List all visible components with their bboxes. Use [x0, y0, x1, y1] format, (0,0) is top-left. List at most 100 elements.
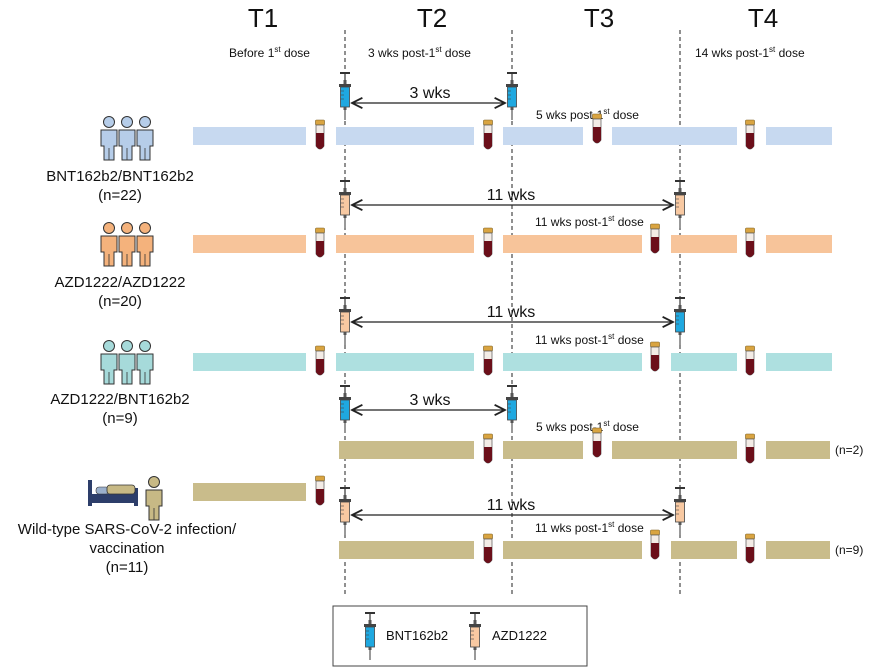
interval-label-azd-azd: 11 wks	[487, 187, 536, 204]
group-bnt-bnt-label: BNT162b2/BNT162b2	[46, 168, 194, 185]
people-group-icon-azd-azd	[100, 222, 154, 267]
interval-labels: 3 wks 11 wks 11 wks 3 wks 11 wks	[410, 85, 536, 514]
subgroup-1-bar-2	[503, 441, 583, 459]
bnt-bnt-bar-5	[766, 127, 832, 145]
subgroup-2-bar-2	[503, 541, 642, 559]
syringe-icon-azd-bnt-dose2	[674, 297, 686, 345]
group-azd-azd-label: AZD1222/AZD1222	[55, 274, 186, 291]
subgroup-2-n: (n=2)	[835, 443, 863, 457]
syringe-icon-sub1-dose1	[339, 385, 351, 433]
azd-azd-bar-4	[671, 235, 737, 253]
group-infected-n: (n=11)	[106, 559, 149, 576]
t3-note-azd-bnt: 11 wks post-1st dose	[535, 332, 644, 347]
timeline-bars	[193, 127, 832, 559]
blood-tube-icon	[745, 345, 755, 376]
group-labels: BNT162b2/BNT162b2 (n=22) AZD1222/AZD1222…	[18, 168, 864, 576]
bnt-bnt-bar-2	[336, 127, 474, 145]
blood-tube-icon	[315, 475, 325, 506]
legend-azd-label: AZD1222	[492, 628, 547, 643]
timepoint-t4-label: T4	[748, 3, 778, 33]
syringe-icon-azd-dose1	[339, 180, 351, 228]
subgroup-2-bar-4	[766, 541, 830, 559]
bnt-bnt-bar-3	[503, 127, 583, 145]
syringe-icon-bnt-dose2	[506, 72, 518, 120]
blood-tube-icon	[650, 223, 660, 254]
legend-bnt-label: BNT162b2	[386, 628, 448, 643]
syringe-icon-sub2-dose2	[674, 487, 686, 535]
timepoint-headers: T1 T2 T3 T4 Before 1st dose 3 wks post-1…	[229, 3, 805, 60]
syringe-icon-sub2-dose1	[339, 487, 351, 535]
subgroup-1-bar-3	[612, 441, 737, 459]
legend-azd-syringe-icon	[469, 612, 481, 660]
syringe-icon-sub1-dose2	[506, 385, 518, 433]
interval-label-sub1: 3 wks	[410, 392, 451, 409]
blood-tube-icon	[592, 427, 602, 458]
group-azd-azd-n: (n=20)	[98, 293, 142, 310]
azd-azd-bar-3	[503, 235, 642, 253]
t3-note-sub2: 11 wks post-1st dose	[535, 520, 644, 535]
t3-notes: 5 wks post-1st dose 11 wks post-1st dose…	[535, 107, 644, 535]
subgroup-1-bar-4	[766, 441, 830, 459]
legend-box	[332, 605, 588, 667]
group-azd-bnt-label: AZD1222/BNT162b2	[50, 391, 189, 408]
legend: BNT162b2 AZD1222	[332, 605, 588, 667]
timepoint-t4-note: 14 wks post-1st dose	[695, 45, 805, 60]
group-bnt-bnt-n: (n=22)	[98, 187, 142, 204]
blood-tube-icon	[315, 227, 325, 258]
bnt-bnt-bar-1	[193, 127, 306, 145]
blood-tube-icon	[745, 227, 755, 258]
blood-tube-icon	[483, 227, 493, 258]
t3-note-azd-azd: 11 wks post-1st dose	[535, 214, 644, 229]
blood-tube-icon	[483, 345, 493, 376]
people-group-icon-azd-bnt	[100, 340, 154, 385]
azd-bnt-bar-5	[766, 353, 832, 371]
blood-tube-icon	[745, 433, 755, 464]
bnt-bnt-bar-4	[612, 127, 737, 145]
blood-tube-icon	[315, 119, 325, 150]
syringe-icon-azd-bnt-dose1	[339, 297, 351, 345]
blood-tube-icon	[315, 345, 325, 376]
azd-bnt-bar-1	[193, 353, 306, 371]
blood-tube-icon	[483, 433, 493, 464]
interval-label-bnt-bnt: 3 wks	[410, 85, 451, 102]
group-azd-bnt-n: (n=9)	[102, 410, 137, 427]
blood-tube-icon	[745, 533, 755, 564]
group-icons	[88, 116, 163, 521]
blood-sample-tubes	[315, 113, 755, 564]
timepoint-t1-note: Before 1st dose	[229, 45, 310, 60]
group-infected-label-2: vaccination	[89, 540, 164, 557]
vaccine-doses	[339, 72, 686, 535]
t3-note-bnt-bnt: 5 wks post-1st dose	[536, 107, 639, 122]
syringe-icon-bnt-dose1	[339, 72, 351, 120]
subgroup-2-bar-3	[671, 541, 737, 559]
interval-label-sub2: 11 wks	[487, 497, 536, 514]
interval-label-azd-bnt: 11 wks	[487, 304, 536, 321]
timepoint-t2-note: 3 wks post-1st dose	[368, 45, 471, 60]
azd-azd-bar-1	[193, 235, 306, 253]
timepoint-t2-label: T2	[417, 3, 447, 33]
azd-azd-bar-5	[766, 235, 832, 253]
azd-bnt-bar-2	[336, 353, 474, 371]
interval-arrows	[352, 103, 673, 515]
timepoint-t1-label: T1	[248, 3, 278, 33]
legend-bnt-syringe-icon	[364, 612, 376, 660]
people-group-icon-bnt-bnt	[100, 116, 154, 161]
blood-tube-icon	[483, 533, 493, 564]
timepoint-t3-label: T3	[584, 3, 614, 33]
t3-note-sub1: 5 wks post-1st dose	[536, 419, 639, 434]
blood-tube-icon	[592, 113, 602, 144]
person-icon-infected	[145, 476, 163, 521]
patient-in-bed-icon	[88, 480, 138, 506]
subgroup-1-bar-1	[339, 441, 474, 459]
azd-azd-bar-2	[336, 235, 474, 253]
group-infected-label: Wild-type SARS-CoV-2 infection/	[18, 521, 237, 538]
syringe-icon-azd-dose2	[674, 180, 686, 228]
infected-baseline-bar-1	[193, 483, 306, 501]
blood-tube-icon	[650, 341, 660, 372]
subgroup-9-n: (n=9)	[835, 543, 863, 557]
subgroup-2-bar-1	[339, 541, 474, 559]
blood-tube-icon	[745, 119, 755, 150]
azd-bnt-bar-3	[503, 353, 642, 371]
